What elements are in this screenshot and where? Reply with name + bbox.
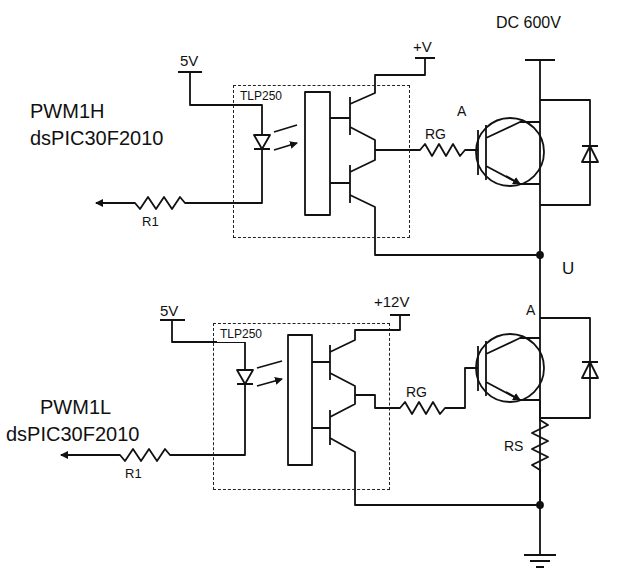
supply-voltage: 5V — [178, 52, 200, 69]
gate-resistor — [330, 368, 478, 417]
node-label: U — [560, 259, 576, 278]
optocoupler-box: TLP250 — [213, 323, 390, 490]
light-arrows — [257, 361, 282, 386]
part-name: TLP250 — [237, 88, 285, 104]
output-transistors — [330, 97, 350, 203]
light-arrows — [274, 125, 297, 150]
supply-wire — [350, 58, 435, 104]
resistor-label: R1 — [140, 214, 161, 229]
output-wire — [350, 127, 540, 255]
output-transistors — [312, 345, 330, 445]
supply-voltage: DC 600V — [494, 14, 563, 32]
shunt-and-ground — [524, 400, 556, 567]
supply-wire — [330, 315, 410, 352]
led-symbol — [254, 135, 270, 149]
freewheel-diode — [540, 318, 598, 418]
igbt-emitter-arrow — [506, 176, 520, 184]
gate-resistor — [375, 144, 478, 156]
signal-name: PWM1H — [28, 100, 106, 122]
signal-name: PWM1L — [38, 396, 113, 418]
igbt-emitter-arrow — [506, 392, 520, 400]
supply-voltage: 5V — [158, 302, 180, 319]
output-wire — [330, 438, 540, 505]
dc-bus — [525, 60, 555, 505]
junction-dot — [537, 252, 543, 258]
r1-wire — [96, 149, 262, 209]
optocoupler-die — [288, 335, 312, 465]
freewheel-diode — [540, 100, 598, 205]
optocoupler-box: TLP250 — [233, 85, 410, 238]
device-label: A — [524, 302, 537, 318]
supply-voltage: +V — [411, 38, 434, 55]
igbt-symbol — [476, 334, 544, 402]
resistor-label: RG — [404, 384, 429, 400]
resistor-label: RS — [502, 438, 525, 454]
igbt-symbol — [478, 122, 540, 184]
junction-dot — [537, 502, 543, 508]
chip-name: dsPIC30F2010 — [28, 127, 165, 149]
part-name: TLP250 — [217, 326, 265, 342]
optocoupler-die — [305, 92, 330, 215]
igbt-symbol — [478, 338, 540, 400]
igbt-symbol — [476, 118, 544, 186]
device-label: A — [455, 103, 468, 119]
resistor-label: R1 — [123, 466, 144, 481]
chip-name: dsPIC30F2010 — [4, 423, 141, 445]
supply-voltage: +12V — [372, 293, 411, 310]
resistor-label: RG — [423, 126, 448, 142]
led-symbol — [237, 370, 253, 384]
